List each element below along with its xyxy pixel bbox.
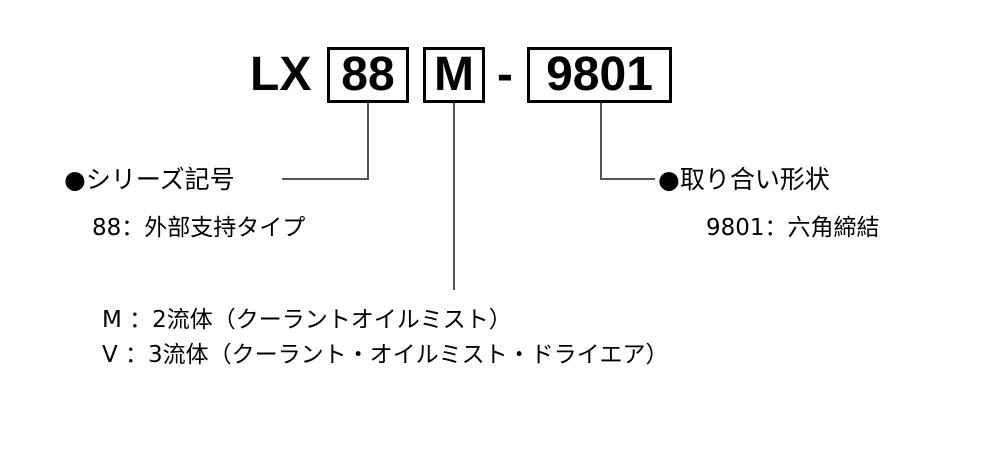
fitting-item: 9801：六角締結 bbox=[706, 215, 880, 241]
fluid-code-box: M bbox=[423, 47, 485, 103]
fluid-item-v: V ：3流体（クーラント・オイルミスト・ドライエア） bbox=[102, 342, 669, 368]
fitting-code-box: 9801 bbox=[527, 47, 672, 103]
fitting-connector-horizontal bbox=[600, 178, 655, 180]
fitting-connector-vertical bbox=[600, 103, 602, 180]
fitting-heading: ●取り合い形状 bbox=[658, 165, 830, 194]
series-connector-vertical bbox=[367, 103, 369, 180]
code-prefix: LX bbox=[250, 48, 312, 101]
series-code-box: 88 bbox=[327, 47, 409, 103]
series-heading: ●シリーズ記号 bbox=[64, 165, 235, 194]
code-dash: - bbox=[497, 48, 513, 101]
fluid-item-m: M ：2流体（クーラントオイルミスト） bbox=[102, 307, 512, 333]
series-item: 88：外部支持タイプ bbox=[92, 215, 306, 241]
series-connector-horizontal bbox=[282, 178, 369, 180]
fluid-connector bbox=[453, 103, 455, 290]
